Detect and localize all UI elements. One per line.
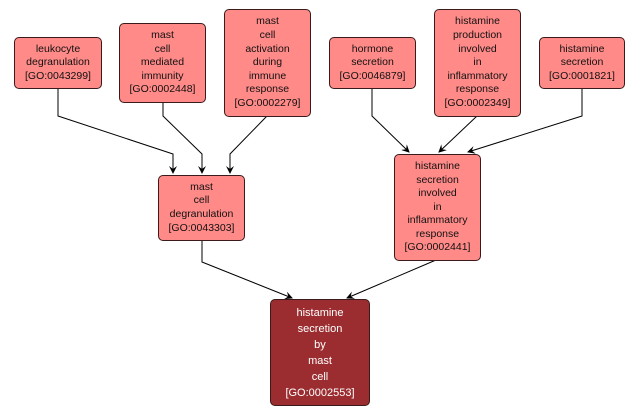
- node-hormone-secretion[interactable]: hormone secretion [GO:0046879]: [329, 37, 416, 89]
- node-mast-cell-activation[interactable]: mast cell activation during immune respo…: [224, 9, 311, 117]
- node-label: mast cell mediated immunity [GO:0002448]: [129, 29, 196, 96]
- node-label: histamine secretion [GO:0001821]: [549, 42, 615, 82]
- node-histamine-secretion-by-mast-cell[interactable]: histamine secretion by mast cell [GO:000…: [270, 299, 370, 406]
- node-mast-cell-degranulation[interactable]: mast cell degranulation [GO:0043303]: [158, 175, 245, 241]
- edge-0043299-0043303: [57, 88, 177, 174]
- edge-0001821-0002441: [467, 88, 583, 154]
- node-label: mast cell activation during immune respo…: [234, 15, 301, 109]
- node-histamine-production[interactable]: histamine production involved in inflamm…: [434, 9, 521, 117]
- node-histamine-secretion-inflammatory[interactable]: histamine secretion involved in inflamma…: [394, 154, 481, 261]
- node-label: histamine secretion involved in inflamma…: [404, 159, 471, 254]
- edge-0043303-0002553: [201, 240, 293, 300]
- edge-0002349-0002441: [438, 115, 478, 153]
- edge-0002441-0002553: [346, 259, 437, 299]
- node-label: leukocyte degranulation [GO:0043299]: [25, 42, 91, 82]
- node-label: mast cell degranulation [GO:0043303]: [168, 180, 235, 234]
- edge-0046879-0002441: [371, 88, 410, 153]
- edge-0002279-0043303: [226, 115, 268, 174]
- node-label: histamine production involved in inflamm…: [444, 15, 511, 109]
- node-label: histamine secretion by mast cell [GO:000…: [285, 306, 355, 399]
- node-label: hormone secretion [GO:0046879]: [339, 42, 406, 82]
- node-mast-cell-mediated-immunity[interactable]: mast cell mediated immunity [GO:0002448]: [119, 23, 206, 103]
- edge-0002448-0043303: [162, 102, 206, 174]
- node-leukocyte-degranulation[interactable]: leukocyte degranulation [GO:0043299]: [14, 37, 102, 89]
- node-histamine-secretion[interactable]: histamine secretion [GO:0001821]: [539, 37, 625, 89]
